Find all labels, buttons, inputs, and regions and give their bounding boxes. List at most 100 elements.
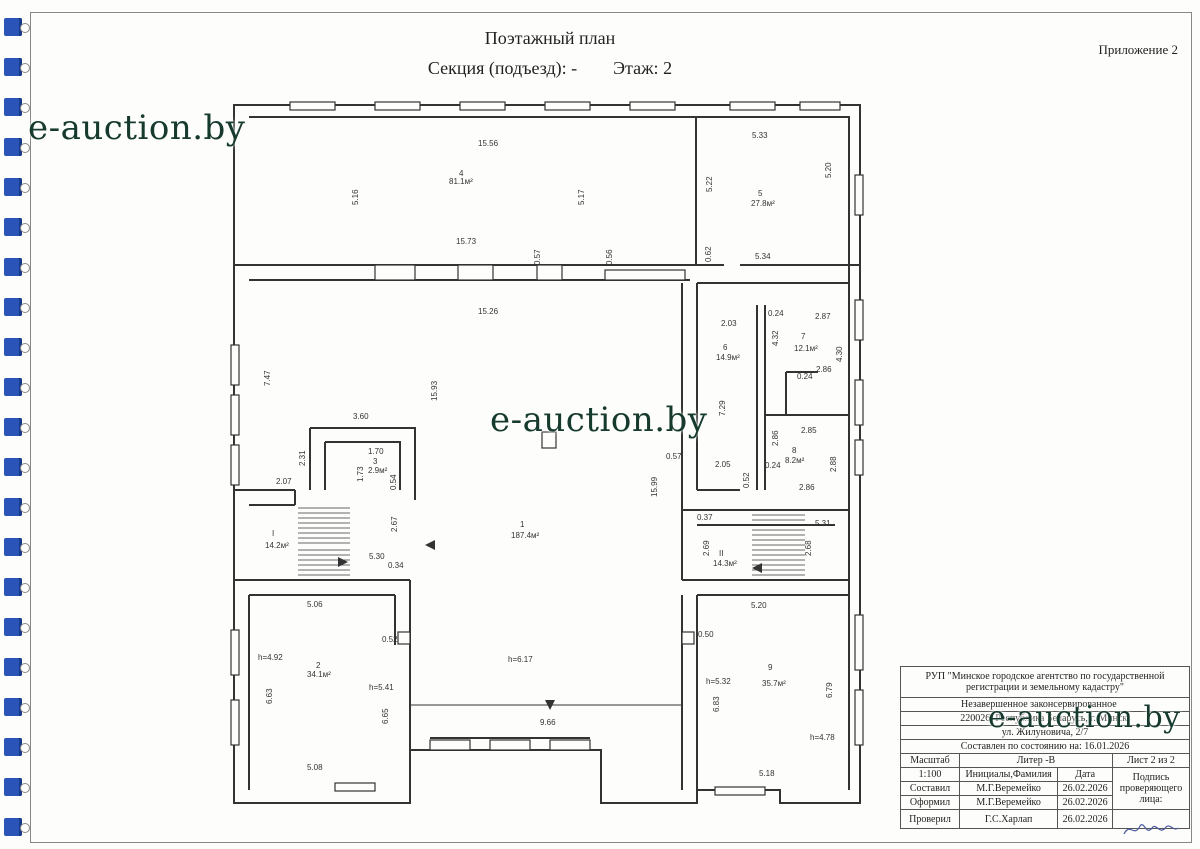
binding-ring bbox=[4, 218, 30, 236]
dim-label: 7.29 bbox=[718, 400, 727, 416]
room-5-number: 5 bbox=[758, 189, 763, 198]
room-1-number: 1 bbox=[520, 520, 525, 529]
room-II-number: II bbox=[719, 549, 723, 558]
room-6-area: 14.9м² bbox=[716, 353, 740, 362]
stamp-address-line1: 220026, Республика Беларусь, г. Минск, bbox=[900, 711, 1190, 726]
binding-ring bbox=[4, 258, 30, 276]
binding-ring bbox=[4, 498, 30, 516]
windows bbox=[230, 101, 864, 796]
dim-label: 0.24 bbox=[768, 309, 784, 318]
dim-label: 2.69 bbox=[702, 540, 711, 556]
section-label: Секция (подъезд): - bbox=[427, 58, 578, 78]
room-4-number: 4 bbox=[459, 169, 464, 178]
dim-label: 5.06 bbox=[307, 600, 323, 609]
stamp-compiled-state: Составлен по состоянию на: 16.01.2026 bbox=[900, 739, 1190, 754]
dimension-labels-vertical: 5.16 5.17 0.57 0.56 0.62 5.22 5.20 15.93… bbox=[263, 162, 844, 724]
dim-label: h=6.17 bbox=[508, 655, 533, 664]
dim-label: h=4.92 bbox=[258, 653, 283, 662]
binding-ring bbox=[4, 658, 30, 676]
room-3-area: 2.9м² bbox=[368, 466, 388, 475]
binding-ring bbox=[4, 98, 30, 116]
floor-label: Этаж: bbox=[613, 58, 659, 78]
plan-subtitle: Секция (подъезд): - Этаж: 2 bbox=[0, 58, 1150, 79]
room-7-area: 12.1м² bbox=[794, 344, 818, 353]
binding-ring bbox=[4, 178, 30, 196]
dim-label: 6.83 bbox=[712, 696, 721, 712]
binding-ring bbox=[4, 378, 30, 396]
binding-ring bbox=[4, 298, 30, 316]
dim-label: 2.85 bbox=[801, 426, 817, 435]
stamp-role: Составил bbox=[900, 781, 960, 796]
dim-label: 2.07 bbox=[276, 477, 292, 486]
stamp-scale-label: Масштаб bbox=[900, 753, 960, 768]
dim-label: 0.24 bbox=[797, 372, 813, 381]
binding-ring bbox=[4, 818, 30, 836]
watermark-text: e-auction.by bbox=[988, 700, 1181, 735]
dim-label: 0.52 bbox=[382, 635, 398, 644]
binding-ring bbox=[4, 18, 30, 36]
dim-label: 0.57 bbox=[533, 249, 542, 265]
dim-label: 5.34 bbox=[755, 252, 771, 261]
stamp-role: Проверил bbox=[900, 809, 960, 829]
stamp-scale-value: 1:100 bbox=[900, 767, 960, 782]
dim-label: 15.56 bbox=[478, 139, 499, 148]
binding-ring bbox=[4, 618, 30, 636]
dim-label: 15.93 bbox=[430, 380, 439, 401]
stamp-name: Г.С.Харлап bbox=[958, 809, 1059, 829]
dim-label: 5.30 bbox=[369, 552, 385, 561]
binding-ring bbox=[4, 578, 30, 596]
dim-label: 2.86 bbox=[799, 483, 815, 492]
appendix-label: Приложение 2 bbox=[1098, 42, 1178, 57]
dim-label: 2.05 bbox=[715, 460, 731, 469]
stairs bbox=[298, 507, 805, 581]
dim-label: 1.73 bbox=[356, 466, 365, 482]
stamp-date: 26.02.2026 bbox=[1057, 781, 1113, 796]
dim-label: 9.66 bbox=[540, 718, 556, 727]
dim-label: 15.26 bbox=[478, 307, 499, 316]
binding-ring bbox=[4, 338, 30, 356]
dim-label: 5.08 bbox=[307, 763, 323, 772]
plan-title: Поэтажный план bbox=[484, 28, 616, 48]
stamp-organization: РУП "Минское городское агентство по госу… bbox=[900, 666, 1190, 698]
dim-label: 5.17 bbox=[577, 189, 586, 205]
stamp-col-sign: Подпись проверяющего лица: bbox=[1112, 767, 1190, 810]
dim-label: h=4.78 bbox=[810, 733, 835, 742]
room-I-area: 14.2м² bbox=[265, 541, 289, 550]
room-II-area: 14.3м² bbox=[713, 559, 737, 568]
dim-label: 2.86 bbox=[816, 365, 832, 374]
dim-label: 0.34 bbox=[388, 561, 404, 570]
dim-label: 6.65 bbox=[381, 708, 390, 724]
dim-label: 5.20 bbox=[824, 162, 833, 178]
sheet-frame bbox=[30, 12, 1192, 843]
watermark-text: e-auction.by bbox=[28, 108, 246, 148]
room-4-area: 81.1м² bbox=[449, 177, 473, 186]
dimension-labels: 15.56 15.73 5.33 5.34 15.26 3.60 2.07 1.… bbox=[258, 131, 835, 778]
dim-label: 1.70 bbox=[368, 447, 384, 456]
binding-ring bbox=[4, 538, 30, 556]
room-3-number: 3 bbox=[373, 457, 378, 466]
dim-label: 4.32 bbox=[771, 330, 780, 346]
binding-ring bbox=[4, 458, 30, 476]
room-8-number: 8 bbox=[792, 446, 797, 455]
room-9-number: 9 bbox=[768, 663, 773, 672]
dim-label: 3.60 bbox=[353, 412, 369, 421]
signature-cell bbox=[1112, 809, 1190, 829]
stamp-col-initials: Инициалы,Фамилия bbox=[958, 767, 1059, 782]
dim-label: 2.87 bbox=[815, 312, 831, 321]
dim-label: 7.47 bbox=[263, 370, 272, 386]
binding-ring bbox=[4, 58, 30, 76]
dim-label: 5.31 bbox=[815, 519, 831, 528]
signature-mark bbox=[1123, 824, 1179, 835]
title-block: РУП "Минское городское агентство по госу… bbox=[900, 666, 1190, 829]
room-5-area: 27.8м² bbox=[751, 199, 775, 208]
room-6-number: 6 bbox=[723, 343, 728, 352]
room-1-area: 187.4м² bbox=[511, 531, 540, 540]
dim-label: 0.62 bbox=[704, 246, 713, 262]
dim-label: 0.52 bbox=[742, 472, 751, 488]
dim-label: 5.33 bbox=[752, 131, 768, 140]
dim-label: 15.73 bbox=[456, 237, 477, 246]
dim-label: 4.30 bbox=[835, 346, 844, 362]
stamp-name: М.Г.Веремейко bbox=[958, 795, 1059, 810]
dim-label: 0.50 bbox=[698, 630, 714, 639]
